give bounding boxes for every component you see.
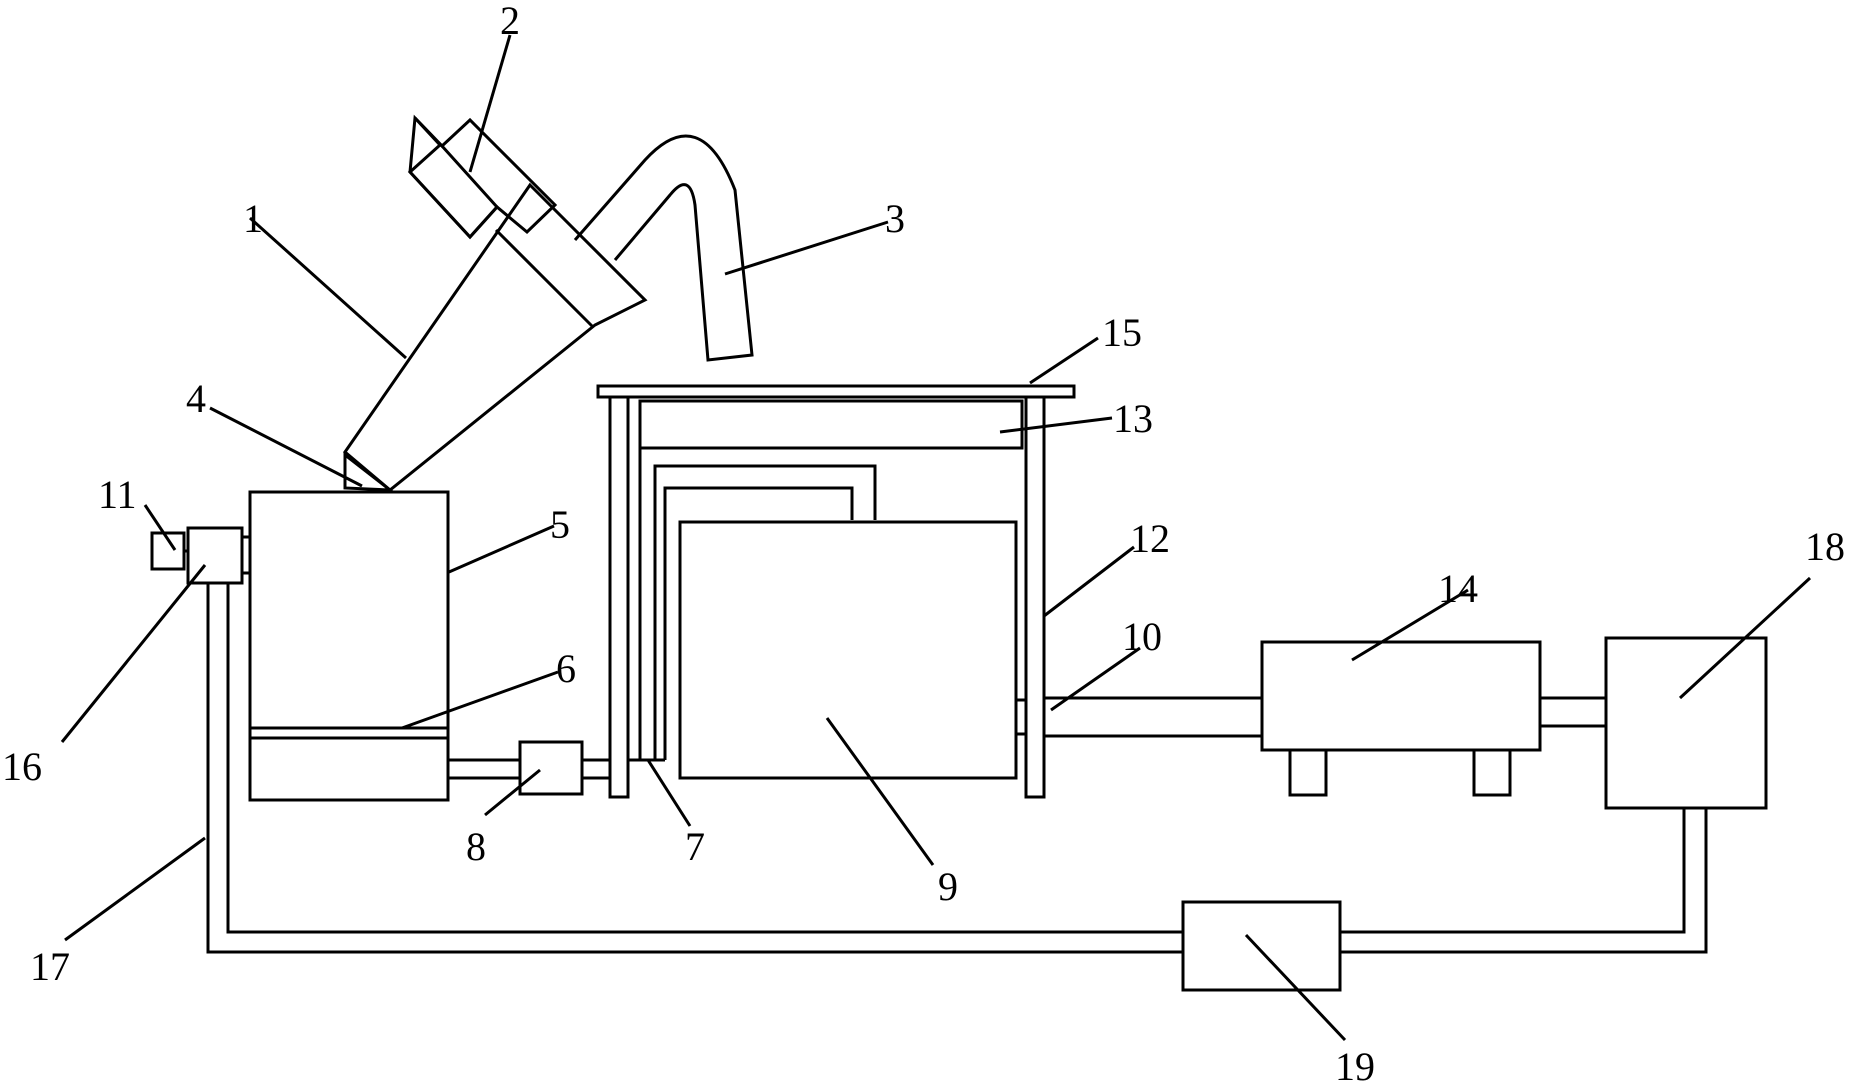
part-14-machine [1260, 640, 1542, 797]
label-12: 12 [1130, 516, 1170, 561]
part-15-top-plate [596, 384, 1076, 399]
label-10: 10 [1122, 614, 1162, 659]
part-2-feed-tube-body [408, 114, 500, 240]
part-19-pump [1181, 900, 1342, 992]
pipe-14-18 [1540, 696, 1606, 728]
label-4: 4 [186, 376, 206, 421]
label-11: 11 [98, 472, 137, 517]
label-13: 13 [1113, 396, 1153, 441]
part-13-upper-box [638, 399, 1024, 450]
part-17-return-pipe [206, 583, 1708, 954]
label-17: 17 [30, 944, 70, 989]
part-1-inclined-hopper [342, 182, 648, 492]
label-5: 5 [550, 502, 570, 547]
part-6-filter-plate [250, 726, 448, 740]
part-18-unit [1604, 636, 1768, 810]
label-15: 15 [1102, 310, 1142, 355]
leader-lines [60, 34, 1812, 1042]
label-6: 6 [556, 646, 576, 691]
part-10-pipe [1014, 696, 1262, 738]
label-18: 18 [1805, 524, 1845, 569]
part-16-valve [186, 526, 244, 585]
label-19: 19 [1335, 1044, 1375, 1084]
label-16: 16 [2, 744, 42, 789]
label-3: 3 [885, 196, 905, 241]
label-8: 8 [466, 824, 486, 869]
part-3-curved-pipe [573, 134, 754, 362]
part-2-feed-tube [407, 116, 558, 240]
part-5-tank [248, 490, 450, 802]
label-7: 7 [685, 824, 705, 869]
label-14: 14 [1438, 566, 1478, 611]
label-9: 9 [938, 864, 958, 909]
part-4-outlet-neck [343, 451, 395, 492]
label-2: 2 [500, 0, 520, 43]
part-7-nested-pipes [628, 446, 877, 762]
part-9-main-box [678, 520, 1018, 780]
label-1: 1 [243, 196, 263, 241]
part-12-frame-legs [608, 395, 1046, 799]
part-8-valve [518, 740, 584, 796]
tank-outlet-pipe [448, 758, 610, 780]
